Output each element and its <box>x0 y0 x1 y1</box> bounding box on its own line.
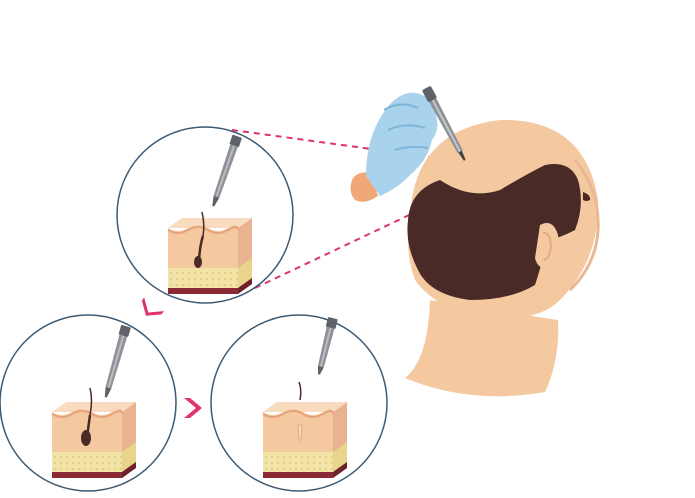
punch-tool-icon <box>317 317 338 375</box>
bald-head-illustration <box>405 119 600 397</box>
step-3-follicle-removed <box>210 314 388 492</box>
step-2-follicle-extraction <box>0 314 177 492</box>
arrow-icon <box>184 398 202 418</box>
arrow-icon <box>141 297 164 316</box>
step-1-punch-insertion <box>116 126 294 304</box>
gloved-hand-icon <box>350 86 466 202</box>
